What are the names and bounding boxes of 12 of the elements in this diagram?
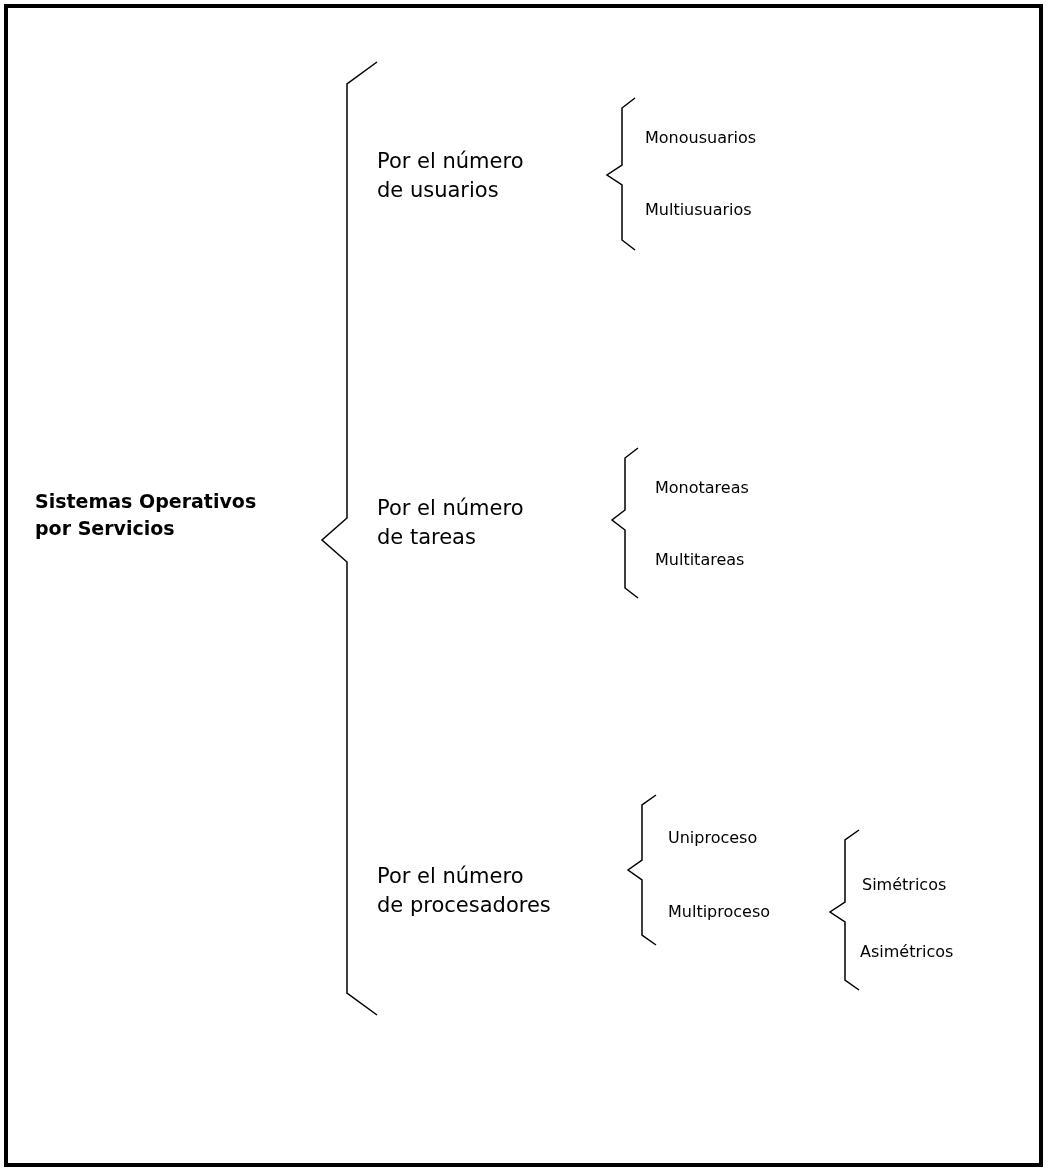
item-label: Multiusuarios [645, 199, 752, 221]
category-label: Por el número de tareas [377, 495, 525, 552]
item-label: Monotareas [655, 477, 749, 499]
item-label: Multiproceso [668, 901, 771, 923]
root-heading: Sistemas Operativos por Servicios [35, 489, 258, 541]
category-label: Por el número de usuarios [377, 148, 525, 205]
item-label: Monousuarios [645, 127, 757, 149]
item-label: Uniproceso [668, 827, 758, 849]
item-label: Asimétricos [860, 941, 954, 963]
item-label: Multitareas [655, 549, 745, 571]
item-label: Simétricos [862, 874, 947, 896]
category-label: Por el número de procesadores [377, 863, 552, 920]
